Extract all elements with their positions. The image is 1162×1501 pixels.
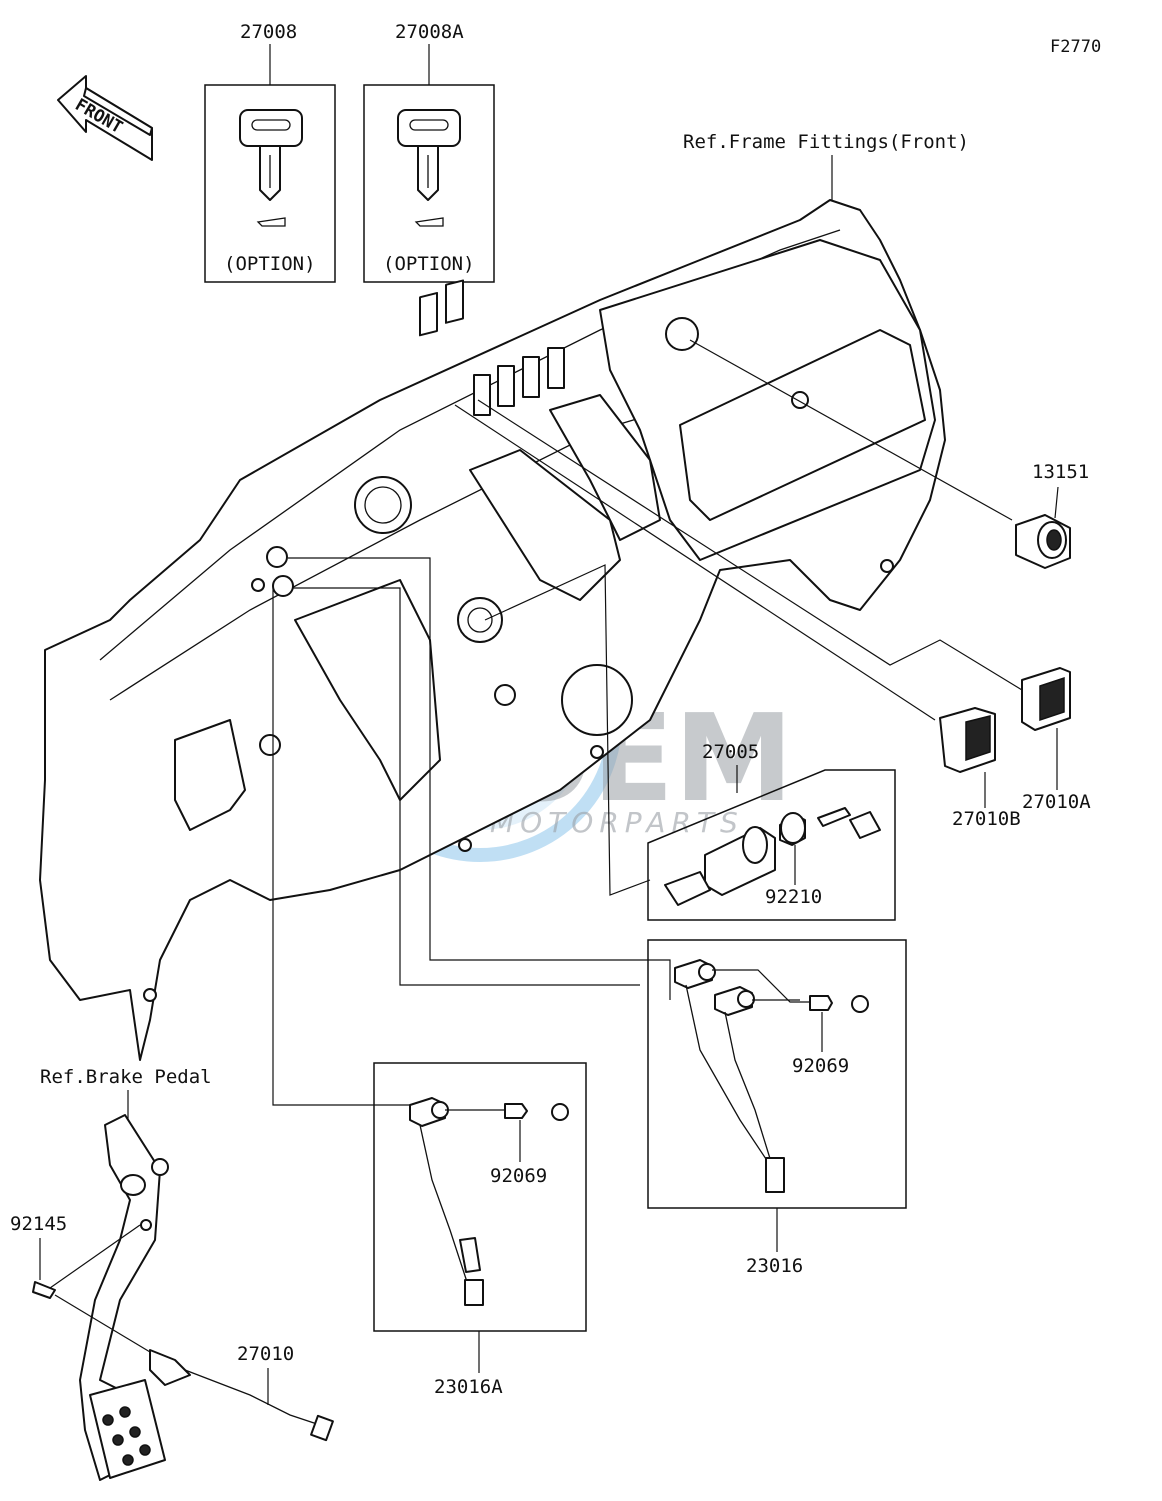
label-23016A: 23016A [434,1376,503,1398]
part-27010A-switch: 27010A [1021,667,1091,813]
label-92210: 92210 [765,886,822,908]
key-27008A-note: (OPTION) [383,253,475,275]
part-27010-brake-switch: 27010 [149,1343,334,1442]
key-27008A: 27008A (OPTION) [363,21,495,283]
dashboard-panel [39,199,946,1061]
label-92145: 92145 [10,1213,67,1235]
label-27005: 27005 [702,741,759,763]
part-27010B-switch: 27010B [939,707,1021,830]
part-92145-clip: 92145 [10,1213,156,1356]
ignition-hole [457,597,503,643]
part-13151-outlet: 13151 [1015,461,1089,569]
label-27010: 27010 [237,1343,294,1365]
key-icon [397,109,461,227]
gauge-opening [354,476,412,534]
label-92069-left: 92069 [490,1165,547,1187]
mule-badge [561,664,633,736]
label-92069-right: 92069 [792,1055,849,1077]
key-27008-note: (OPTION) [224,253,316,275]
key-27008A-part-no: 27008A [395,21,464,43]
ref-brake-pedal: Ref.Brake Pedal [40,1066,212,1088]
figure-code: F2770 [1050,37,1101,57]
label-13151: 13151 [1032,461,1089,483]
label-23016: 23016 [746,1255,803,1277]
key-27008-part-no: 27008 [240,21,297,43]
key-27008: 27008 (OPTION) [204,21,336,283]
label-27010A: 27010A [1022,791,1091,813]
brake-pedal: Ref.Brake Pedal [40,1066,212,1481]
part-23016A-harness: 92069 23016A [373,1062,587,1398]
part-23016-harness: 92069 23016 [647,939,907,1277]
switch-slots [419,279,464,337]
outlet-opening [665,317,699,351]
ref-frame-fittings: Ref.Frame Fittings(Front) [683,131,969,153]
key-icon [239,109,303,227]
watermark-tagline: MOTORPARTS [490,806,744,839]
label-27010B: 27010B [952,808,1021,830]
front-arrow-icon: FRONT [57,75,153,161]
part-27005-ignition: 27005 92210 [647,741,896,921]
